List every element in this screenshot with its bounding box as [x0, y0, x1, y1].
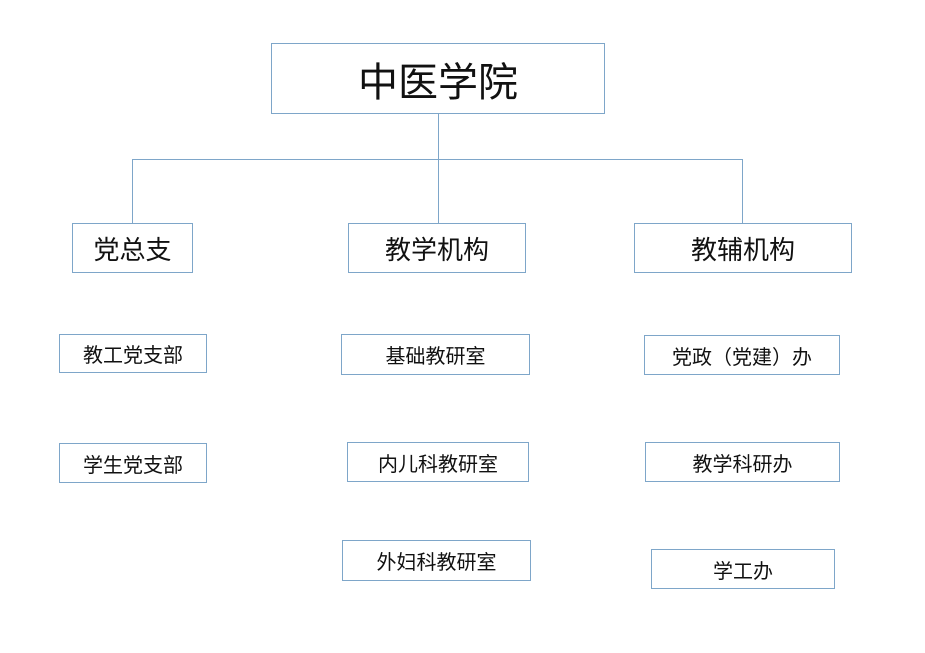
node-faculty-party-branch: 教工党支部 — [59, 334, 207, 373]
node-party-admin-office-label: 党政（党建）办 — [672, 344, 812, 369]
node-internal-pediatrics-teaching-office-label: 内儿科教研室 — [378, 451, 498, 476]
node-student-party-branch: 学生党支部 — [59, 443, 207, 483]
branch-party-branch-label: 党总支 — [93, 235, 172, 266]
branch-teaching-support-units: 教辅机构 — [634, 223, 852, 273]
root-node: 中医学院 — [271, 43, 605, 114]
connector-middle-down — [438, 159, 440, 224]
node-basic-teaching-office-label: 基础教研室 — [385, 344, 486, 368]
node-student-affairs-office: 学工办 — [651, 549, 835, 589]
node-faculty-party-branch-label: 教工党支部 — [83, 343, 183, 367]
connector-left-down — [132, 159, 134, 224]
node-student-affairs-office-label: 学工办 — [713, 558, 773, 583]
node-surgery-gynecology-teaching-office: 外妇科教研室 — [342, 540, 531, 581]
node-student-party-branch-label: 学生党支部 — [83, 452, 183, 477]
node-surgery-gynecology-teaching-office-label: 外妇科教研室 — [376, 550, 497, 574]
node-party-admin-office: 党政（党建）办 — [644, 335, 840, 375]
node-basic-teaching-office: 基础教研室 — [341, 334, 530, 375]
root-node-label: 中医学院 — [358, 59, 518, 106]
connector-horizontal — [132, 159, 743, 161]
node-internal-pediatrics-teaching-office: 内儿科教研室 — [347, 442, 529, 482]
connector-root-down — [438, 113, 440, 160]
connector-right-down — [742, 159, 744, 224]
branch-teaching-units-label: 教学机构 — [384, 235, 489, 266]
node-teaching-research-office: 教学科研办 — [645, 442, 840, 482]
node-teaching-research-office-label: 教学科研办 — [692, 451, 793, 476]
branch-teaching-support-units-label: 教辅机构 — [690, 235, 795, 266]
branch-teaching-units: 教学机构 — [348, 223, 526, 273]
branch-party-branch: 党总支 — [72, 223, 193, 273]
